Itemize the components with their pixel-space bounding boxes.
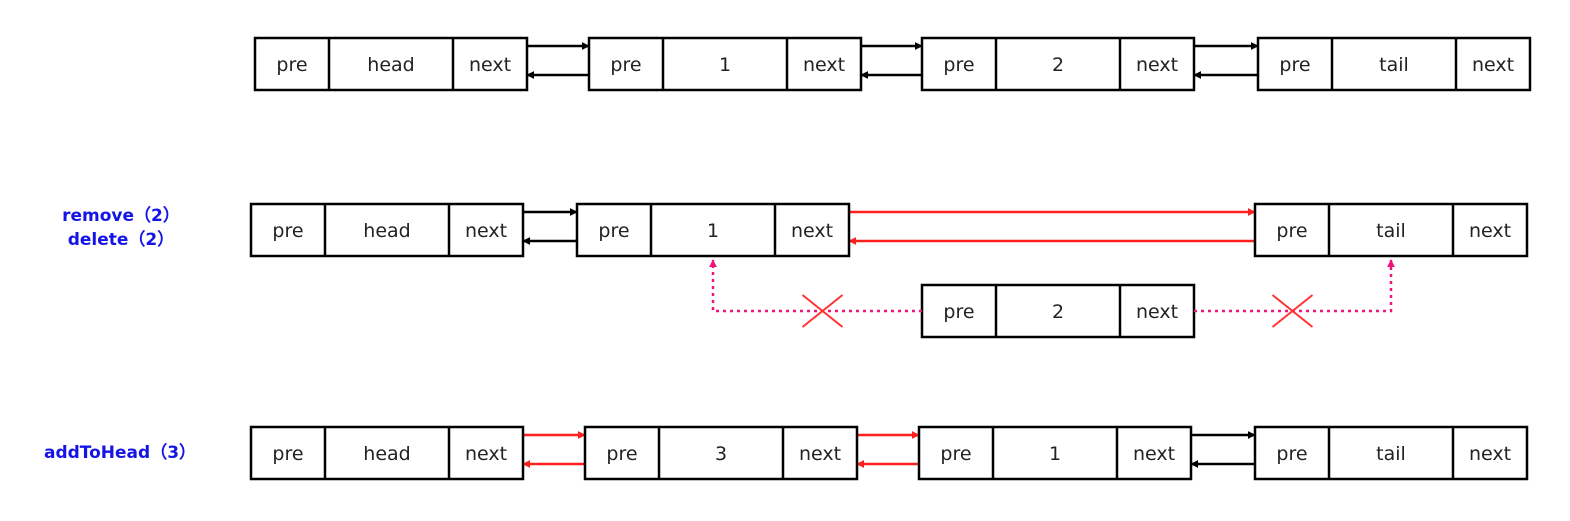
removed-links-layer bbox=[709, 259, 1395, 328]
node-box bbox=[920, 36, 1196, 92]
next-pointer-cell: next bbox=[1136, 54, 1178, 76]
next-pointer-cell: next bbox=[465, 443, 507, 465]
value-cell: 2 bbox=[1052, 54, 1064, 76]
list-node-tail: pre tail next bbox=[1253, 202, 1529, 258]
list-node-1: pre 1 next bbox=[587, 36, 863, 92]
list-node-tail: pre tail next bbox=[1253, 425, 1529, 481]
pre-pointer-cell: pre bbox=[1276, 220, 1307, 242]
node-box bbox=[253, 36, 529, 92]
value-cell: head bbox=[367, 54, 414, 76]
row2-operation-label: remove（2） delete（2） bbox=[46, 204, 196, 252]
broken-pre-link bbox=[709, 259, 922, 313]
value-cell: 1 bbox=[1049, 443, 1061, 465]
next-pointer-cell: next bbox=[469, 54, 511, 76]
list-node-1: pre 1 next bbox=[917, 425, 1193, 481]
pre-pointer-cell: pre bbox=[1279, 54, 1310, 76]
list-node-head: pre head next bbox=[249, 202, 525, 258]
next-pointer-cell: next bbox=[799, 443, 841, 465]
node-box bbox=[249, 202, 525, 258]
list-node-1: pre 1 next bbox=[575, 202, 851, 258]
node-box bbox=[587, 36, 863, 92]
next-pointer-cell: next bbox=[1469, 443, 1511, 465]
pre-pointer-cell: pre bbox=[598, 220, 629, 242]
add-to-head-op-label: addToHead（3） bbox=[43, 443, 197, 463]
list-node-head: pre head next bbox=[253, 36, 529, 92]
pre-pointer-cell: pre bbox=[943, 301, 974, 323]
broken-next-link bbox=[1194, 259, 1395, 313]
next-pointer-cell: next bbox=[465, 220, 507, 242]
value-cell: head bbox=[363, 220, 410, 242]
remove-op-label: remove（2） bbox=[62, 206, 180, 226]
node-box bbox=[249, 425, 525, 481]
pre-pointer-cell: pre bbox=[606, 443, 637, 465]
value-cell: 2 bbox=[1052, 301, 1064, 323]
node-box bbox=[583, 425, 859, 481]
node-box bbox=[917, 425, 1193, 481]
cross-mark-icon bbox=[1271, 294, 1314, 328]
cross-mark-icon bbox=[801, 294, 844, 328]
list-node-2: pre 2 next bbox=[920, 36, 1196, 92]
value-cell: tail bbox=[1379, 54, 1409, 76]
list-node-head: pre head next bbox=[249, 425, 525, 481]
row3-operation-label: addToHead（3） bbox=[30, 441, 210, 465]
value-cell: 1 bbox=[707, 220, 719, 242]
pre-pointer-cell: pre bbox=[943, 54, 974, 76]
list-node-tail: pre tail next bbox=[1256, 36, 1532, 92]
pre-pointer-cell: pre bbox=[610, 54, 641, 76]
next-pointer-cell: next bbox=[791, 220, 833, 242]
pre-pointer-cell: pre bbox=[272, 443, 303, 465]
value-cell: tail bbox=[1376, 220, 1406, 242]
pre-pointer-cell: pre bbox=[940, 443, 971, 465]
pre-pointer-cell: pre bbox=[276, 54, 307, 76]
node-box bbox=[575, 202, 851, 258]
delete-op-label: delete（2） bbox=[67, 230, 175, 250]
pre-pointer-cell: pre bbox=[1276, 443, 1307, 465]
node-box bbox=[1256, 36, 1532, 92]
next-pointer-cell: next bbox=[803, 54, 845, 76]
value-cell: 1 bbox=[719, 54, 731, 76]
next-pointer-cell: next bbox=[1133, 443, 1175, 465]
value-cell: head bbox=[363, 443, 410, 465]
next-pointer-cell: next bbox=[1136, 301, 1178, 323]
value-cell: tail bbox=[1376, 443, 1406, 465]
pre-pointer-cell: pre bbox=[272, 220, 303, 242]
detached-node-2: pre 2 next bbox=[920, 283, 1196, 339]
next-pointer-cell: next bbox=[1469, 220, 1511, 242]
value-cell: 3 bbox=[715, 443, 727, 465]
list-node-3: pre 3 next bbox=[583, 425, 859, 481]
links-layer bbox=[522, 42, 1259, 468]
node-box bbox=[1253, 202, 1529, 258]
next-pointer-cell: next bbox=[1472, 54, 1514, 76]
node-box bbox=[1253, 425, 1529, 481]
